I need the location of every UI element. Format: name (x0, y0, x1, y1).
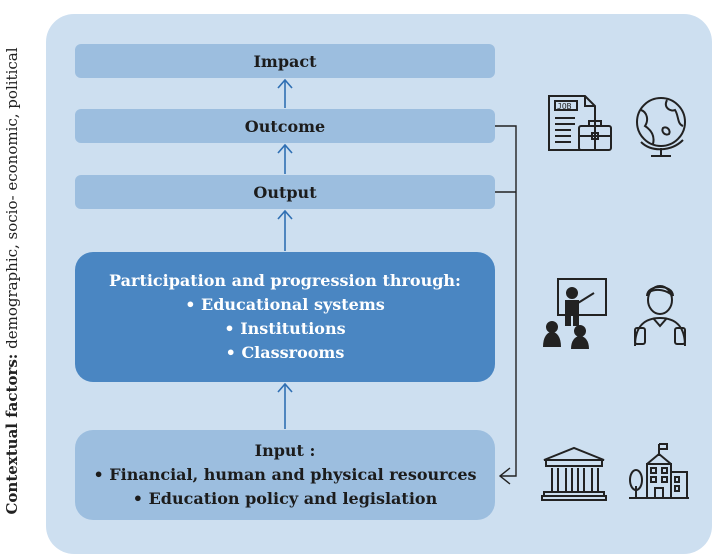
outcome-box: Outcome (75, 109, 495, 143)
impact-label: Impact (253, 51, 317, 71)
input-item: • Financial, human and physical resource… (93, 465, 477, 484)
output-box: Output (75, 175, 495, 209)
participation-title: Participation and progression through: (109, 271, 461, 290)
input-title: Input : (254, 441, 316, 460)
input-box: Input : • Financial, human and physical … (75, 430, 495, 520)
job-document-icon: JOB (548, 95, 612, 151)
impact-box: Impact (75, 44, 495, 78)
student-icon (634, 285, 686, 347)
school-building-icon (629, 443, 689, 499)
globe-icon (636, 97, 686, 157)
input-item: • Education policy and legislation (132, 489, 438, 508)
participation-box: Participation and progression through: •… (75, 252, 495, 382)
government-building-icon (541, 446, 607, 501)
participation-item: • Institutions (224, 319, 346, 338)
outcome-label: Outcome (244, 116, 326, 136)
teacher-classroom-icon (543, 278, 607, 350)
svg-text:JOB: JOB (557, 102, 572, 111)
participation-item: • Classrooms (225, 343, 345, 362)
output-label: Output (253, 182, 317, 202)
participation-item: • Educational systems (185, 295, 385, 314)
